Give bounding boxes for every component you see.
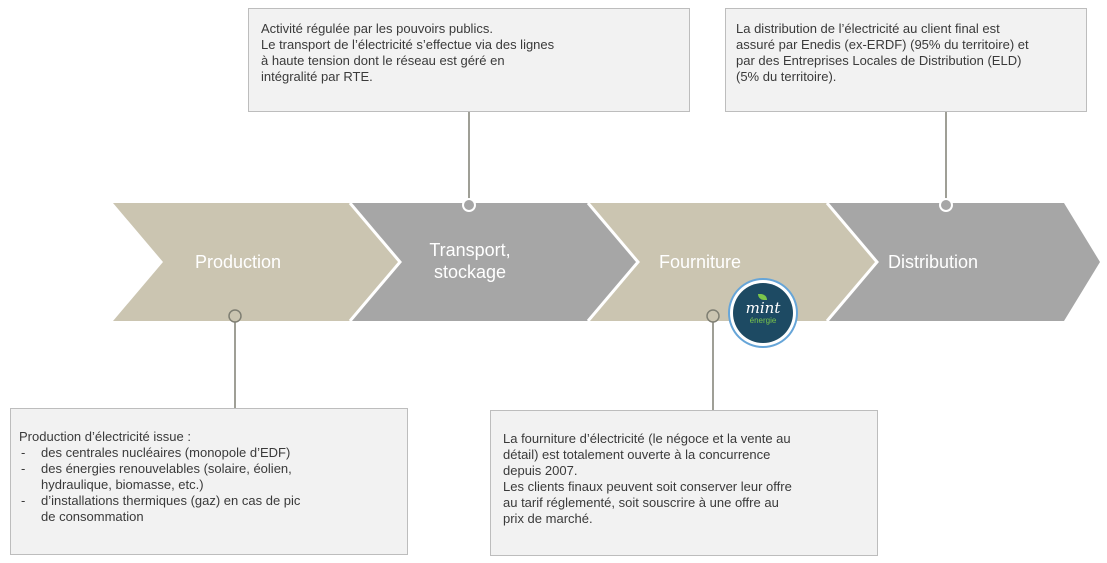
stage-label-line: stockage [433,262,507,282]
stage-label-line: Fourniture [658,252,742,272]
stage-transport-chevron [350,203,638,321]
stage-distribution-chevron [827,203,1100,321]
stage-label-distribution: Distribution [858,251,1008,273]
box-line: assuré par Enedis (ex-ERDF) (95% du terr… [736,37,1029,52]
stage-label-line: Production [194,252,282,272]
box-line: (5% du territoire). [736,69,837,84]
box-intro: Production d’électricité issue : [19,429,191,444]
box-line: au tarif réglementé, soit souscrire à un… [503,495,779,510]
production-connector-dot [228,309,242,323]
distribution-connector-dot [939,198,953,212]
list-item: d’installations thermiques (gaz) en cas … [19,493,399,525]
box-line: intégralité par RTE. [261,69,373,84]
list-item-line: des énergies renouvelables (solaire, éol… [41,461,292,476]
stage-label-line: Transport, [429,240,511,260]
box-line: depuis 2007. [503,463,578,478]
box-line: La fourniture d’électricité (le négoce e… [503,431,791,446]
box-line: La distribution de l’électricité au clie… [736,21,1000,36]
mint-energie-logo: mint énergie [733,283,793,343]
transport-description-box: Activité régulée par les pouvoirs public… [248,8,690,112]
list-item-line: d’installations thermiques (gaz) en cas … [41,493,301,508]
production-description-box: Production d’électricité issue : des cen… [10,408,408,555]
chevron-divider [586,202,640,322]
chevron-divider [825,202,879,322]
logo-subtitle: énergie [749,316,777,325]
box-line: Activité régulée par les pouvoirs public… [261,21,493,36]
fourniture-description-box: La fourniture d’électricité (le négoce e… [490,410,878,556]
list-item-line: des centrales nucléaires (monopole d’EDF… [41,445,291,460]
stage-label-production: Production [163,251,313,273]
stage-label-transport: Transport, stockage [395,239,545,283]
list-item: des centrales nucléaires (monopole d’EDF… [19,445,399,461]
stage-production-chevron [113,203,400,321]
stage-fourniture-chevron [588,203,877,321]
stage-label-fourniture: Fourniture [625,251,775,273]
box-line: détail) est totalement ouverte à la conc… [503,447,771,462]
transport-connector-dot [462,198,476,212]
box-line: prix de marché. [503,511,593,526]
box-line: à haute tension dont le réseau est géré … [261,53,505,68]
list-item-line: hydraulique, biomasse, etc.) [41,477,204,492]
box-line: Le transport de l’électricité s’effectue… [261,37,555,52]
box-line: Les clients finaux peuvent soit conserve… [503,479,792,494]
list-item: des énergies renouvelables (solaire, éol… [19,461,399,493]
logo-wordmark: mint [745,299,781,317]
production-sources-list: des centrales nucléaires (monopole d’EDF… [19,445,399,525]
leaf-icon [758,294,767,300]
distribution-description-box: La distribution de l’électricité au clie… [725,8,1087,112]
list-item-line: de consommation [41,509,144,524]
stage-label-line: Distribution [887,252,979,272]
box-line: par des Entreprises Locales de Distribut… [736,53,1022,68]
fourniture-connector-dot [706,309,720,323]
chevron-divider [348,202,402,322]
